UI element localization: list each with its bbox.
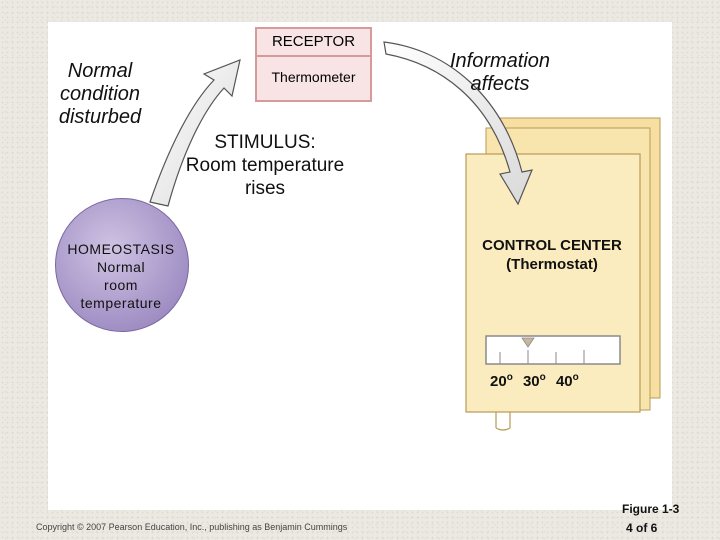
receptor-box: RECEPTOR Thermometer [255, 27, 372, 102]
information-affects-label: Information affects [432, 50, 568, 96]
homeostasis-label: HOMEOSTASIS Normal room temperature [55, 240, 187, 312]
scale-tick-30: 30o [522, 372, 546, 390]
homeostasis-line-1: HOMEOSTASIS [67, 241, 175, 257]
scale-tick-40: 40o [555, 372, 579, 390]
control-center-label: CONTROL CENTER (Thermostat) [462, 236, 642, 274]
normal-condition-line-3: disturbed [58, 106, 142, 128]
receptor-device-label: Thermometer [271, 69, 356, 85]
stimulus-line-3: rises [244, 178, 286, 199]
normal-condition-line-1: Normal [67, 60, 133, 82]
normal-condition-label: Normal condition disturbed [44, 60, 156, 129]
stimulus-label: STIMULUS: Room temperature rises [158, 131, 372, 200]
information-line-2: affects [470, 73, 530, 95]
thermostat-scale: 20o 30o 40o [490, 372, 610, 390]
copyright-text: Copyright © 2007 Pearson Education, Inc.… [36, 522, 348, 532]
arrow-to-control-center [383, 41, 533, 206]
homeostasis-circle [55, 198, 189, 332]
stimulus-line-2: Room temperature [185, 155, 345, 176]
homeostasis-line-3: room [104, 277, 138, 293]
figure-label: Figure 1-3 [622, 502, 680, 516]
arrow-to-receptor [149, 59, 241, 207]
control-center-line-1: CONTROL CENTER [482, 237, 622, 254]
homeostasis-line-2: Normal [96, 259, 146, 275]
normal-condition-line-2: condition [59, 83, 141, 105]
page-indicator: 4 of 6 [626, 521, 658, 535]
stimulus-line-1: STIMULUS: [214, 132, 316, 153]
information-line-1: Information [449, 50, 551, 72]
receptor-title: RECEPTOR [257, 29, 370, 57]
thermostat-display [485, 335, 621, 365]
scale-tick-20: 20o [490, 372, 513, 390]
control-center-line-2: (Thermostat) [506, 256, 598, 273]
homeostasis-line-4: temperature [80, 295, 162, 311]
